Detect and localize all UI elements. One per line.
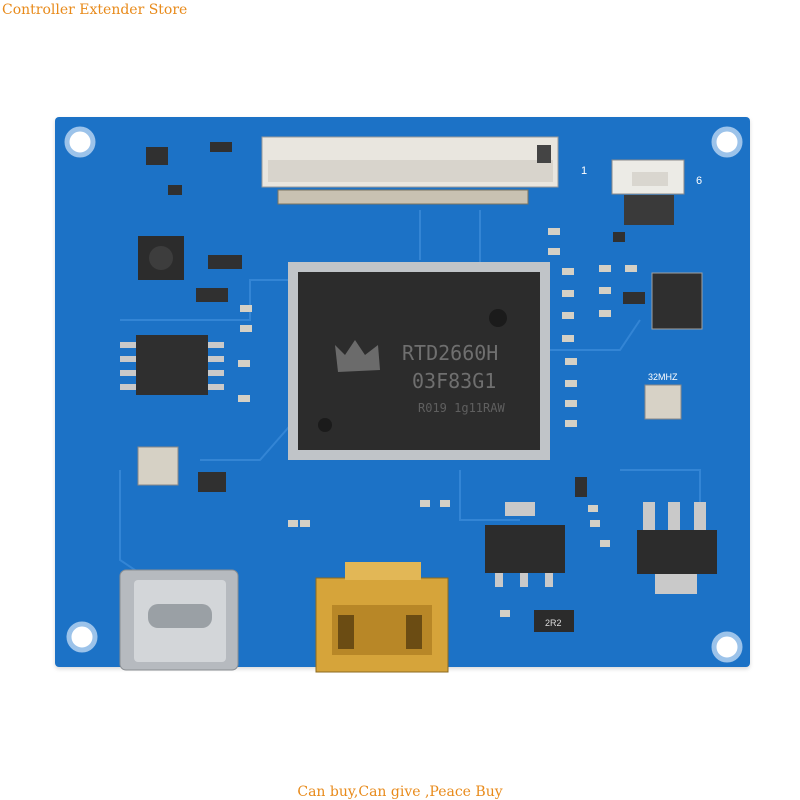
pin-label-1: 1 bbox=[581, 165, 587, 177]
pin-label-6: 6 bbox=[696, 175, 702, 187]
store-watermark-bottom: Can buy,Can give ,Peace Buy bbox=[297, 784, 503, 800]
resistor-label: 2R2 bbox=[545, 618, 562, 628]
smd-components bbox=[146, 142, 645, 497]
usb-c-connector bbox=[119, 569, 239, 671]
crystal-label: 32MHZ bbox=[648, 372, 678, 382]
fpc-connector-large bbox=[261, 136, 559, 205]
store-watermark-top: Controller Extender Store bbox=[2, 2, 188, 18]
fpc-connector-small bbox=[611, 159, 685, 225]
chip-logo bbox=[335, 340, 380, 372]
mounting-hole bbox=[64, 126, 96, 158]
mounting-hole bbox=[66, 621, 98, 653]
mini-hdmi-connector bbox=[315, 562, 449, 673]
main-chip bbox=[288, 262, 550, 460]
regulator-1 bbox=[485, 502, 565, 587]
crystal-left bbox=[137, 446, 179, 486]
mounting-hole bbox=[711, 631, 743, 663]
mounting-holes bbox=[64, 126, 743, 663]
chip-marking-line3: R019 1g11RAW bbox=[418, 401, 505, 415]
soic-chip bbox=[120, 335, 224, 395]
crystal-32mhz bbox=[644, 384, 682, 420]
resistor-2r2 bbox=[534, 610, 574, 632]
chip-marking-line2: 03F83G1 bbox=[412, 369, 496, 393]
mounting-hole bbox=[711, 126, 743, 158]
passives bbox=[238, 228, 637, 617]
chip-marking-line1: RTD2660H bbox=[402, 341, 498, 365]
regulator-2 bbox=[637, 502, 717, 594]
qfn-chip bbox=[651, 272, 703, 330]
